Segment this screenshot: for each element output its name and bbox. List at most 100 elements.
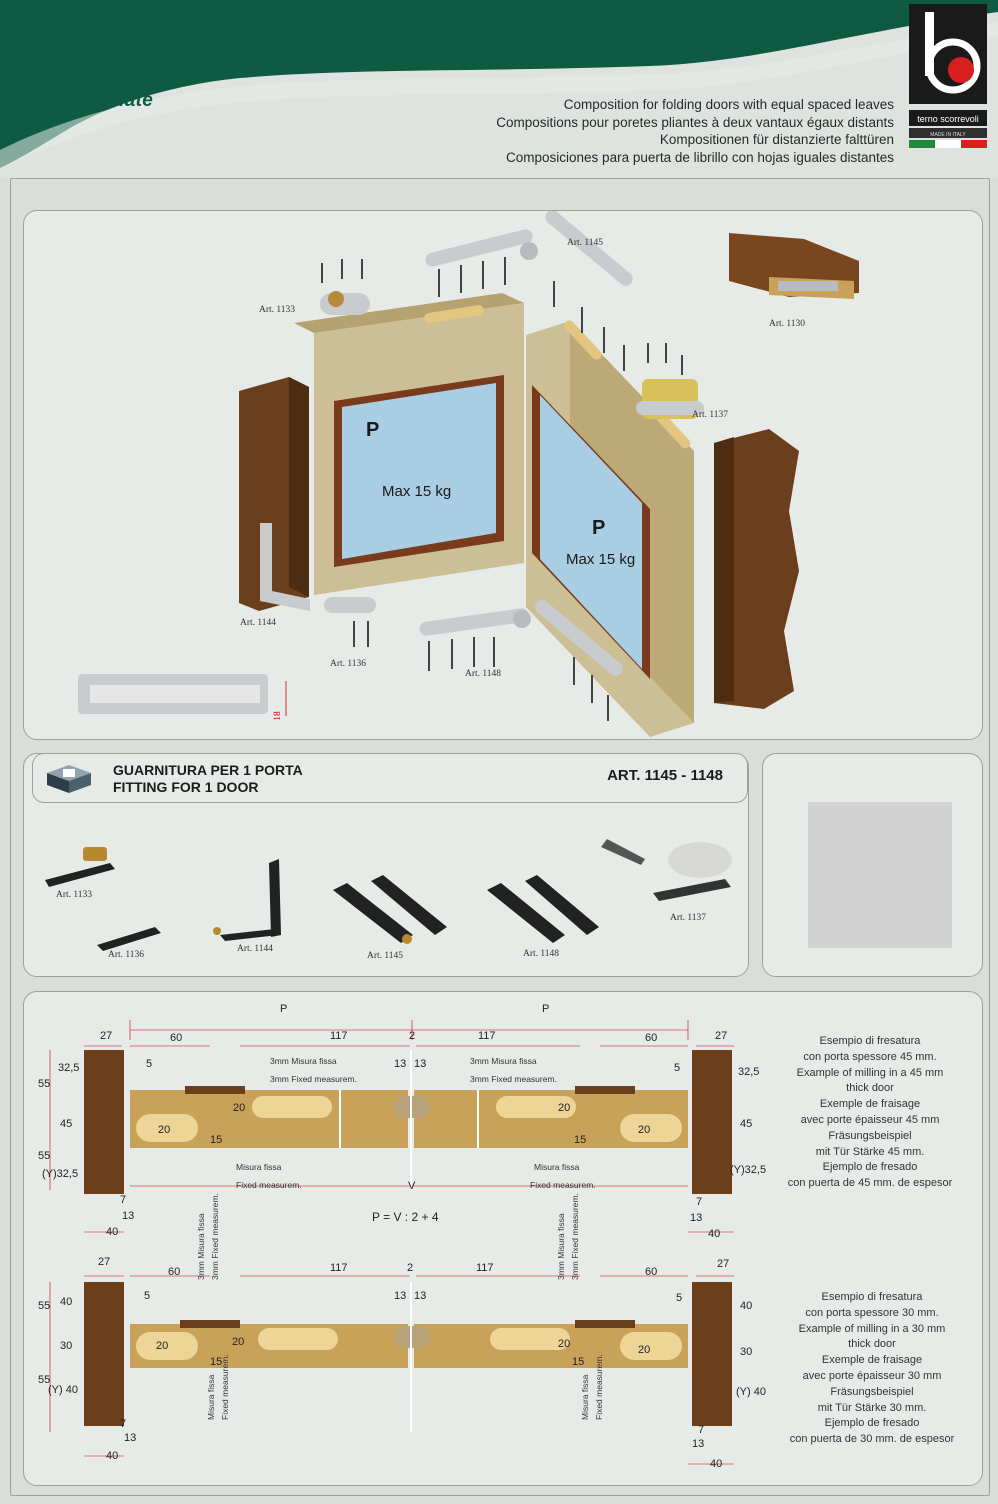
fitting-title: GUARNITURA PER 1 PORTA FITTING FOR 1 DOO… (113, 762, 303, 796)
note45-line: thick door (846, 1082, 894, 1095)
d45-45-right: 45 (740, 1118, 753, 1130)
label-art-1137: Art. 1137 (692, 410, 729, 420)
d30-fixed-right: 3mm Fixed measurem. (570, 1193, 580, 1280)
d30-15-right: 15 (572, 1356, 585, 1368)
note30-line: mit Tür Stärke 30 mm. (817, 1401, 927, 1414)
d30-2: 2 (407, 1262, 414, 1274)
d30-20-d: 20 (638, 1344, 651, 1356)
note45-line: Fräsungsbeispiel (828, 1129, 912, 1142)
fitting-label-art-1144: Art. 1144 (237, 944, 274, 954)
exploded-door-illustration (78, 211, 859, 737)
note45-line: Example of milling in a 45 mm (796, 1066, 944, 1079)
d30-55-bottom: 55 (38, 1374, 51, 1386)
d30-60-left: 60 (168, 1266, 181, 1278)
d45-7-left: 7 (120, 1194, 127, 1206)
d30-30-right: 30 (740, 1346, 753, 1358)
brand-logo: terno scorrevoli MADE IN ITALY (909, 4, 987, 159)
multilingual-subtitles: Composition for folding doors with equal… (496, 96, 894, 166)
d30-60-right: 60 (645, 1266, 658, 1278)
d45-p-left: P (280, 1003, 288, 1015)
d45-y325-left: (Y)32,5 (42, 1168, 79, 1180)
made-in-italy: MADE IN ITALY (930, 132, 966, 138)
milling-diagram-30mm (49, 1275, 734, 1465)
fitting-label-art-1137: Art. 1137 (670, 913, 707, 923)
d45-117-right: 117 (478, 1030, 496, 1042)
d45-misura2-left: Misura fissa (236, 1162, 282, 1172)
box-icon (47, 765, 91, 793)
d45-2: 2 (409, 1030, 416, 1042)
fitting-title-en: FITTING FOR 1 DOOR (113, 779, 259, 795)
note45-line: Ejemplo de fresado (822, 1161, 918, 1174)
d30-13-left: 13 (394, 1290, 407, 1302)
label-art-1145: Art. 1145 (567, 238, 604, 248)
d45-20-d: 20 (638, 1124, 651, 1136)
content-frame (10, 178, 990, 1496)
label-art-1148: Art. 1148 (465, 669, 502, 679)
note30-line: thick door (848, 1338, 896, 1351)
exploded-view-panel: Art. 1145 Art. 1133 Art. 1130 Art. 1137 … (23, 210, 983, 740)
d30-20-b: 20 (232, 1336, 245, 1348)
d30-misura2-right: Misura fissa (580, 1374, 590, 1420)
d30-fixed2-left: Fixed measurem. (220, 1354, 230, 1420)
d45-misura-left: 3mm Misura fissa (270, 1056, 337, 1066)
d30-y40-left: (Y) 40 (48, 1384, 78, 1396)
d30-30-left: 30 (60, 1340, 73, 1352)
d45-20-c: 20 (558, 1102, 571, 1114)
d45-7-right: 7 (696, 1196, 703, 1208)
header: Composizioni per porta a libro con ante … (0, 0, 998, 178)
note30-line: avec porte épaisseur 30 mm (802, 1369, 942, 1382)
d45-20-b: 20 (233, 1102, 246, 1114)
label-art-1130: Art. 1130 (769, 319, 806, 329)
d30-fixed-left: 3mm Fixed measurem. (210, 1193, 220, 1280)
note45-line: Exemple de fraisage (819, 1098, 921, 1111)
d30-27-right: 27 (717, 1258, 730, 1270)
d45-13-bl: 13 (122, 1210, 135, 1222)
note45-line: avec porte épaisseur 45 mm (800, 1113, 940, 1126)
label-art-1133: Art. 1133 (259, 305, 296, 315)
d45-40-right: 40 (708, 1228, 721, 1240)
d45-325-left: 32,5 (58, 1062, 80, 1074)
d30-117-right: 117 (476, 1262, 494, 1274)
fitting-title-it: GUARNITURA PER 1 PORTA (113, 762, 303, 778)
d45-13-right: 13 (414, 1058, 427, 1070)
note-30mm: Esempio di fresatura con porta spessore … (772, 1290, 972, 1448)
right-leaf-max-weight: Max 15 kg (566, 551, 636, 568)
fitting-parts-illustration (45, 839, 732, 951)
note30-line: Esempio di fresatura (821, 1291, 923, 1303)
d45-y325-right: (Y)32,5 (730, 1164, 767, 1176)
d45-20-a: 20 (158, 1124, 171, 1136)
d45-40-left: 40 (106, 1226, 119, 1238)
note-45mm: Esempio di fresatura con porta spessore … (770, 1034, 970, 1192)
d45-13-br: 13 (690, 1212, 703, 1224)
d30-20-a: 20 (156, 1340, 169, 1352)
header-wave-graphic (0, 0, 998, 170)
d30-13-br: 13 (692, 1438, 705, 1450)
d45-fixed-left: 3mm Fixed measurem. (270, 1074, 357, 1084)
left-leaf-max-weight: Max 15 kg (382, 483, 452, 500)
d45-15-right: 15 (574, 1134, 587, 1146)
d45-117-left: 117 (330, 1030, 348, 1042)
d45-p-right: P (542, 1003, 550, 1015)
fitting-label-art-1148: Art. 1148 (523, 949, 560, 959)
d45-325-right: 32,5 (738, 1066, 760, 1078)
d30-5-right: 5 (676, 1292, 683, 1304)
subtitle-de: Kompositionen für distanzierte falttüren (659, 132, 894, 147)
fitting-label-art-1136: Art. 1136 (108, 950, 145, 960)
d30-misura-right: 3mm Misura fissa (556, 1213, 566, 1280)
subtitle-fr: Compositions pour poretes pliantes à deu… (496, 114, 894, 130)
label-art-1144: Art. 1144 (240, 618, 277, 628)
note30-line: Ejemplo de fresado (824, 1417, 920, 1430)
note45-line: con puerta de 45 mm. de espesor (787, 1177, 953, 1190)
d30-27-left: 27 (98, 1256, 111, 1268)
rail-dimension-18: 18 (272, 711, 283, 721)
d45-27-left: 27 (100, 1030, 113, 1042)
d30-20-c: 20 (558, 1338, 571, 1350)
d30-117-left: 117 (330, 1262, 348, 1274)
d45-fixed-right: 3mm Fixed measurem. (470, 1074, 557, 1084)
d30-40-rt: 40 (740, 1300, 753, 1312)
formula: P = V : 2 + 4 (372, 1210, 439, 1224)
right-leaf-p: P (592, 517, 606, 539)
left-leaf-p: P (366, 419, 380, 441)
italian-title: Composizioni per porta a libro con ante … (10, 48, 229, 111)
d30-misura2-left: Misura fissa (206, 1374, 216, 1420)
